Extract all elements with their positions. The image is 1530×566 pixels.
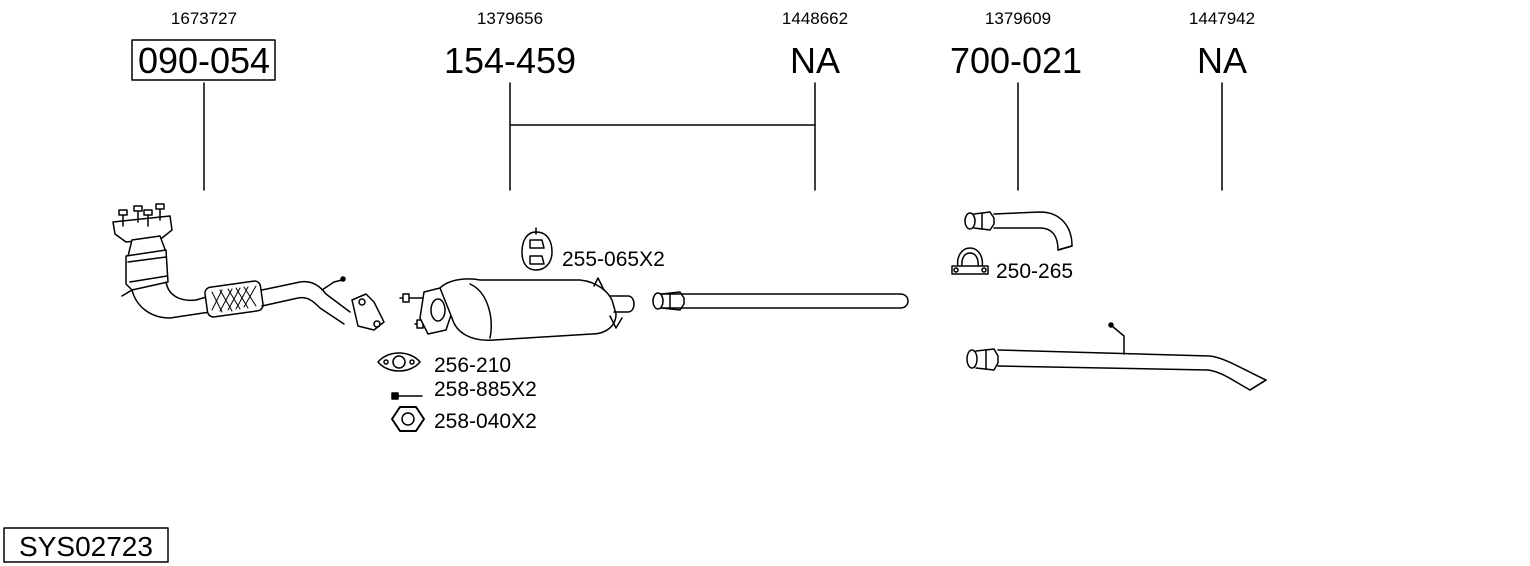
accessory-code-gasket[interactable]: 256-210	[434, 354, 511, 377]
catalytic-converter-pipe-drawing[interactable]	[112, 203, 385, 331]
part-number-2[interactable]: 154-459	[444, 40, 576, 81]
oem-number-3: 1448662	[782, 9, 848, 28]
leader-lines	[203, 82, 1223, 191]
oem-number-1: 1673727	[171, 9, 237, 28]
rubber-hanger-icon	[521, 227, 553, 271]
accessory-code-clamp[interactable]: 250-265	[996, 260, 1073, 283]
hex-nut-icon	[391, 406, 425, 432]
part-number-3[interactable]: NA	[790, 40, 840, 81]
part-number-1[interactable]: 090-054	[138, 40, 270, 81]
system-code: SYS02723	[19, 531, 153, 562]
intermediate-pipe-drawing[interactable]	[652, 291, 909, 311]
system-code-box	[3, 527, 169, 563]
accessory-code-nut[interactable]: 258-040X2	[434, 410, 537, 433]
centre-silencer-drawing[interactable]	[399, 277, 635, 341]
flex-braid-pattern	[211, 285, 257, 313]
tail-pipe-section-drawing[interactable]	[964, 211, 1073, 251]
oem-number-4: 1379609	[985, 9, 1051, 28]
part-number-box	[131, 39, 276, 81]
bolt-icon	[391, 392, 423, 400]
accessory-code-bolt[interactable]: 258-885X2	[434, 378, 537, 401]
flange-gasket-icon	[377, 352, 421, 372]
oem-number-5: 1447942	[1189, 9, 1255, 28]
oem-number-2: 1379656	[477, 9, 543, 28]
part-number-5[interactable]: NA	[1197, 40, 1247, 81]
part-number-4[interactable]: 700-021	[950, 40, 1082, 81]
accessory-code-hanger[interactable]: 255-065X2	[562, 248, 665, 271]
pipe-clamp-icon	[951, 247, 989, 275]
rear-tail-pipe-drawing[interactable]	[966, 322, 1267, 391]
